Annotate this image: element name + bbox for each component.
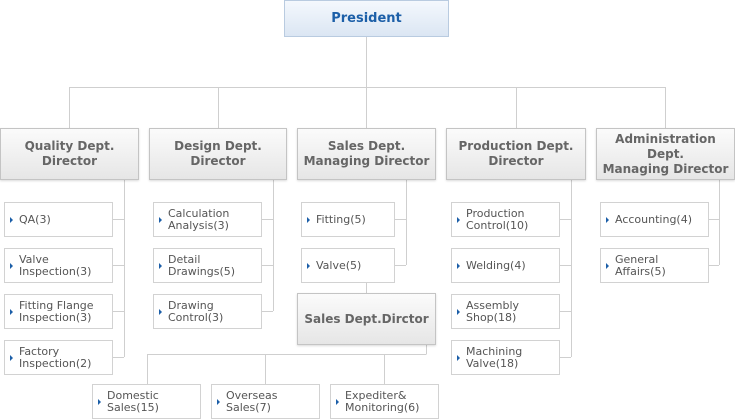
sales-sub-director-node: Sales Dept.Dirctor	[297, 293, 436, 345]
arrow-icon	[457, 216, 460, 223]
arrow-icon	[159, 308, 162, 315]
arrow-icon	[10, 354, 13, 361]
design-leaf-calculation-analysis: Calculation Analysis(3)	[153, 202, 262, 237]
arrow-icon	[457, 354, 460, 361]
quality-director-node: Quality Dept. Director	[0, 128, 139, 180]
administration-managing-director-node: Administration Dept. Managing Director	[596, 128, 735, 180]
production-leaf-production-control: Production Control(10)	[451, 202, 560, 237]
sales-leaf-fitting: Fitting(5)	[301, 202, 395, 237]
sales-managing-director-node: Sales Dept. Managing Director	[297, 128, 436, 180]
sales-sub-leaf-domestic-sales: Domestic Sales(15)	[92, 384, 201, 419]
production-leaf-assembly-shop: Assembly Shop(18)	[451, 294, 560, 329]
design-director-node: Design Dept. Director	[149, 128, 287, 180]
arrow-icon	[98, 398, 101, 405]
quality-leaf-fitting-flange-inspection: Fitting Flange Inspection(3)	[4, 294, 113, 329]
arrow-icon	[307, 216, 310, 223]
production-leaf-machining-valve: Machining Valve(18)	[451, 340, 560, 375]
arrow-icon	[606, 262, 609, 269]
design-leaf-detail-drawings: Detail Drawings(5)	[153, 248, 262, 283]
arrow-icon	[457, 308, 460, 315]
quality-leaf-valve-inspection: Valve Inspection(3)	[4, 248, 113, 283]
arrow-icon	[10, 308, 13, 315]
design-leaf-drawing-control: Drawing Control(3)	[153, 294, 262, 329]
sales-leaf-valve: Valve(5)	[301, 248, 395, 283]
arrow-icon	[159, 216, 162, 223]
quality-leaf-qa: QA(3)	[4, 202, 113, 237]
administration-leaf-general-affairs: General Affairs(5)	[600, 248, 709, 283]
production-director-node: Production Dept. Director	[446, 128, 586, 180]
arrow-icon	[307, 262, 310, 269]
arrow-icon	[217, 398, 220, 405]
arrow-icon	[10, 262, 13, 269]
sales-sub-leaf-overseas-sales: Overseas Sales(7)	[211, 384, 320, 419]
arrow-icon	[159, 262, 162, 269]
arrow-icon	[10, 216, 13, 223]
production-leaf-welding: Welding(4)	[451, 248, 560, 283]
arrow-icon	[606, 216, 609, 223]
president-node: President	[284, 0, 449, 37]
quality-leaf-factory-inspection: Factory Inspection(2)	[4, 340, 113, 375]
arrow-icon	[336, 398, 339, 405]
sales-sub-leaf-expediter-monitoring: Expediter& Monitoring(6)	[330, 384, 439, 419]
arrow-icon	[457, 262, 460, 269]
administration-leaf-accounting: Accounting(4)	[600, 202, 709, 237]
